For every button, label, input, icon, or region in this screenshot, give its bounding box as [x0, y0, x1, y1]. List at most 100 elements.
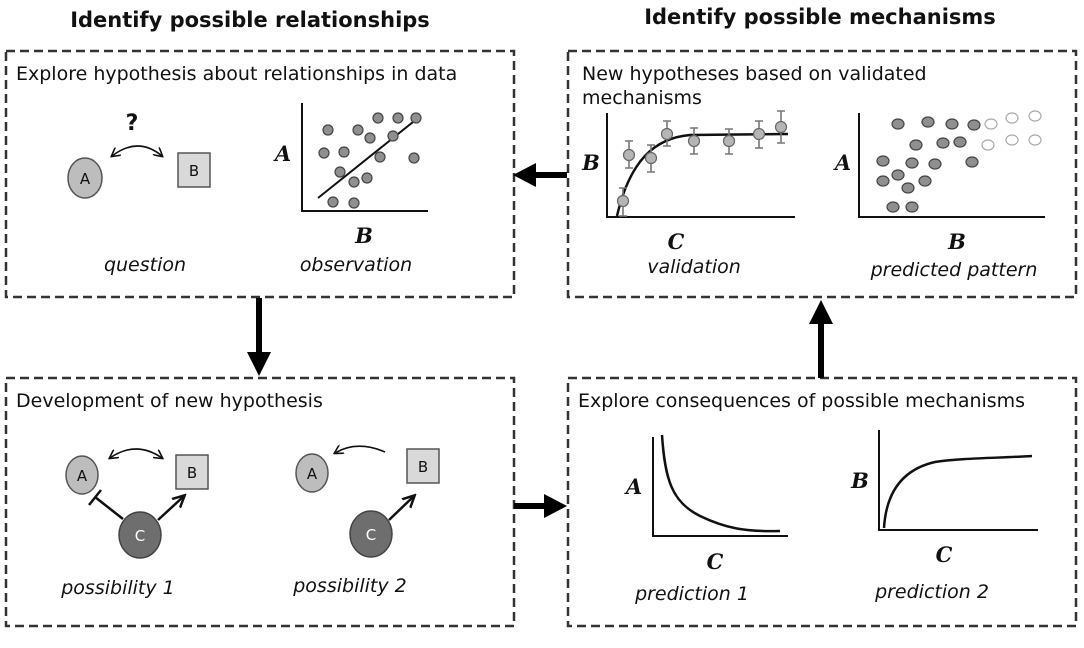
panel-title: Development of new hypothesis — [16, 390, 323, 412]
pattern-point — [905, 157, 919, 169]
activation-arrow-icon — [388, 496, 414, 521]
node-a-label: A — [80, 170, 91, 188]
node-b — [406, 448, 440, 484]
saturation-curve — [882, 454, 1033, 529]
scatter-point — [334, 166, 346, 178]
validation-point — [774, 120, 788, 134]
pattern-point — [918, 175, 932, 187]
prediction1-x-axis-label: C — [707, 549, 724, 574]
scatter-point — [327, 196, 339, 208]
scatter-point — [348, 197, 360, 209]
validation-x-axis-label: C — [668, 229, 685, 254]
node-b — [177, 152, 211, 188]
caption-validation: validation — [647, 256, 741, 278]
pattern-point-predicted — [981, 139, 995, 151]
pattern-point — [905, 201, 919, 213]
scatter-point — [318, 147, 330, 159]
scatter-point — [322, 124, 334, 136]
inhibition-bar-icon — [88, 489, 102, 506]
heading-mechanisms: Identify possible mechanisms — [644, 5, 996, 29]
arrow-left-head-icon — [513, 163, 536, 187]
pattern-point-predicted — [1028, 134, 1042, 146]
prediction1-y-axis-label: A — [624, 474, 642, 499]
pattern-point — [876, 155, 890, 167]
question-mark: ? — [126, 111, 139, 136]
one-way-arrow-icon — [335, 446, 386, 453]
scatter-point — [374, 151, 386, 163]
node-a — [295, 453, 329, 493]
node-a-label: A — [307, 465, 318, 483]
heading-relationships: Identify possible relationships — [70, 8, 430, 32]
caption-prediction-1: prediction 1 — [634, 583, 749, 605]
arrow-down-head-icon — [247, 352, 271, 376]
validation-point — [660, 127, 674, 141]
node-c — [349, 510, 393, 558]
trend-line — [317, 117, 419, 199]
node-c — [118, 511, 162, 559]
prediction2-x-axis-label: C — [936, 542, 953, 567]
observation-y-axis-label: A — [273, 141, 291, 166]
pattern-point — [936, 137, 950, 149]
pattern-point — [901, 182, 915, 194]
node-a — [65, 455, 99, 495]
panel-title: Explore consequences of possible mechani… — [578, 390, 1025, 412]
panel-title-line1: New hypotheses based on validated — [582, 63, 927, 85]
panel-new-hypothesis: Development of new hypothesis A B C poss… — [4, 376, 516, 628]
panel-title: Explore hypothesis about relationships i… — [16, 63, 457, 85]
scatter-point — [364, 132, 376, 144]
scatter-point — [408, 152, 420, 164]
prediction2-axes — [878, 430, 1038, 531]
pattern-point — [909, 139, 923, 151]
caption-observation: observation — [300, 254, 412, 276]
scatter-point — [338, 146, 350, 158]
node-b — [175, 454, 209, 490]
validation-point — [722, 134, 736, 148]
panel-explore-consequences: Explore consequences of possible mechani… — [566, 376, 1078, 628]
caption-question: question — [104, 254, 186, 276]
panel-explore-relationships: Explore hypothesis about relationships i… — [4, 49, 516, 299]
pattern-point-predicted — [1005, 134, 1019, 146]
prediction2-y-axis-label: B — [850, 468, 869, 493]
flow-arrows — [247, 163, 833, 518]
pattern-point — [967, 119, 981, 131]
node-b-label: B — [189, 162, 199, 180]
panel-border — [566, 49, 1078, 299]
pattern-point — [886, 201, 900, 213]
caption-prediction-2: prediction 2 — [874, 581, 989, 603]
pattern-point — [891, 169, 905, 181]
node-b-label: B — [418, 458, 428, 476]
decay-curve — [660, 434, 781, 533]
validation-point — [622, 148, 636, 162]
node-a-label: A — [77, 467, 88, 485]
scatter-point — [410, 112, 422, 124]
node-c-label: C — [135, 527, 145, 545]
pattern-point — [921, 116, 935, 128]
scatter-point — [352, 124, 364, 136]
observation-axes — [301, 103, 428, 212]
activation-arrow-icon — [157, 496, 184, 521]
pattern-point — [928, 158, 942, 170]
pattern-axes — [858, 113, 1045, 218]
scatter-point — [392, 112, 404, 124]
node-b-label: B — [187, 464, 197, 482]
prediction1-axes — [652, 437, 788, 537]
arrow-up-head-icon — [809, 300, 833, 324]
validation-y-axis-label: B — [581, 150, 600, 175]
pattern-point — [876, 175, 890, 187]
bidirectional-arrow-icon — [112, 145, 162, 156]
pattern-point — [945, 118, 959, 130]
arrow-right-head-icon — [544, 494, 567, 518]
scatter-point — [348, 176, 360, 188]
panel-new-hypotheses: New hypotheses based on validated mechan… — [566, 49, 1078, 299]
pattern-y-axis-label: A — [833, 150, 851, 175]
pattern-point — [891, 118, 905, 130]
caption-predicted-pattern: predicted pattern — [870, 259, 1038, 281]
caption-possibility-2: possibility 2 — [292, 575, 406, 597]
pattern-point-predicted — [984, 118, 998, 130]
pattern-point — [965, 156, 979, 168]
validation-point — [616, 194, 630, 208]
scatter-point — [387, 130, 399, 142]
validation-point — [644, 151, 658, 165]
inhibition-line — [94, 496, 124, 520]
